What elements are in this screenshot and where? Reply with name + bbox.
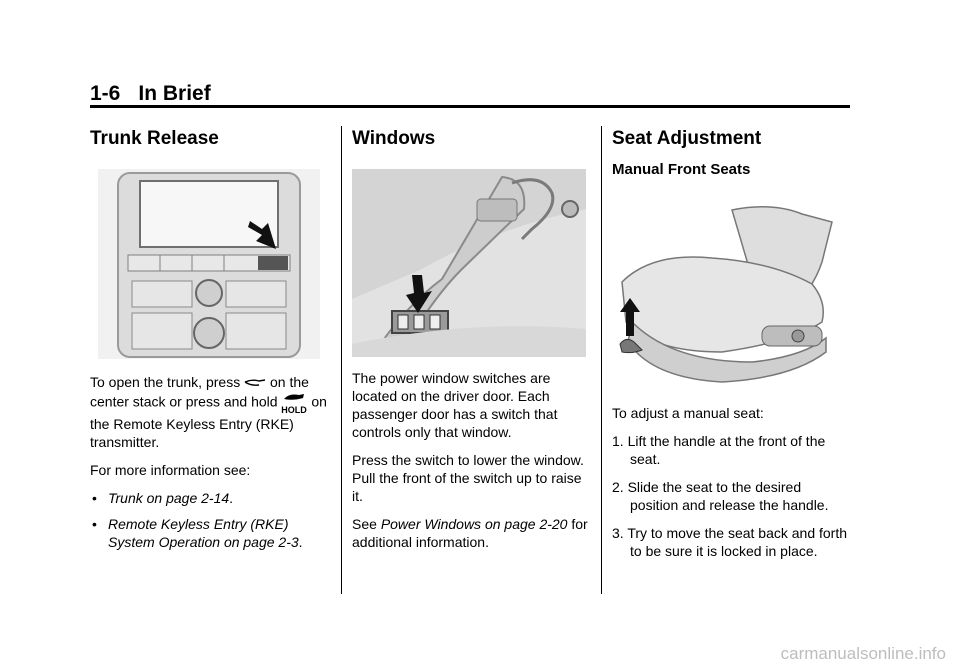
manual-seat-illustration [612, 202, 846, 390]
power-windows-reference-link[interactable]: Power Windows on page 2-20 [380, 516, 568, 532]
center-stack-illustration [98, 169, 320, 359]
manual-front-seats-heading: Manual Front Seats [612, 161, 751, 178]
rke-trunk-hold-icon: HOLD [282, 394, 308, 415]
seat-adjustment-heading: Seat Adjustment [612, 128, 762, 149]
header-rule [90, 105, 850, 108]
page-header: 1-6 In Brief [90, 82, 211, 106]
trunk-release-heading: Trunk Release [90, 128, 219, 149]
seat-step-3: 3. Try to move the seat back and forth t… [612, 525, 848, 559]
door-switch-illustration [352, 169, 586, 357]
column-divider-2 [601, 126, 602, 594]
svg-text:HOLD: HOLD [282, 405, 308, 415]
section-title: In Brief [138, 82, 211, 105]
seat-adjustment-column: Seat Adjustment Manual Front Seats To ad… [612, 126, 850, 570]
window-switch-location: The power window switches are located on… [352, 370, 558, 440]
watermark: carmanualsonline.info [780, 644, 946, 663]
windows-column: Windows The power window switches are lo… [352, 126, 590, 561]
column-divider-1 [341, 126, 342, 594]
windows-heading: Windows [352, 128, 436, 149]
trunk-release-icon [244, 379, 266, 387]
trunk-release-column: Trunk Release To open the trunk, press o… [90, 126, 332, 559]
trunk-reference-link[interactable]: Trunk on page 2-14. [90, 489, 332, 507]
seat-step-1: 1. Lift the handle at the front of the s… [612, 433, 826, 467]
seat-step-2: 2. Slide the seat to the desired positio… [612, 479, 829, 513]
page-number: 1-6 [90, 82, 121, 105]
seat-intro: To adjust a manual seat: [612, 405, 764, 421]
trunk-instructions: To open the trunk, press on the center s… [90, 374, 327, 450]
more-info-label: For more information see: [90, 462, 251, 478]
window-switch-operation: Press the switch to lower the window. Pu… [352, 452, 584, 504]
rke-reference-link[interactable]: Remote Keyless Entry (RKE) System Operat… [90, 515, 332, 551]
window-see-also: See Power Windows on page 2-20 for addit… [352, 516, 588, 550]
